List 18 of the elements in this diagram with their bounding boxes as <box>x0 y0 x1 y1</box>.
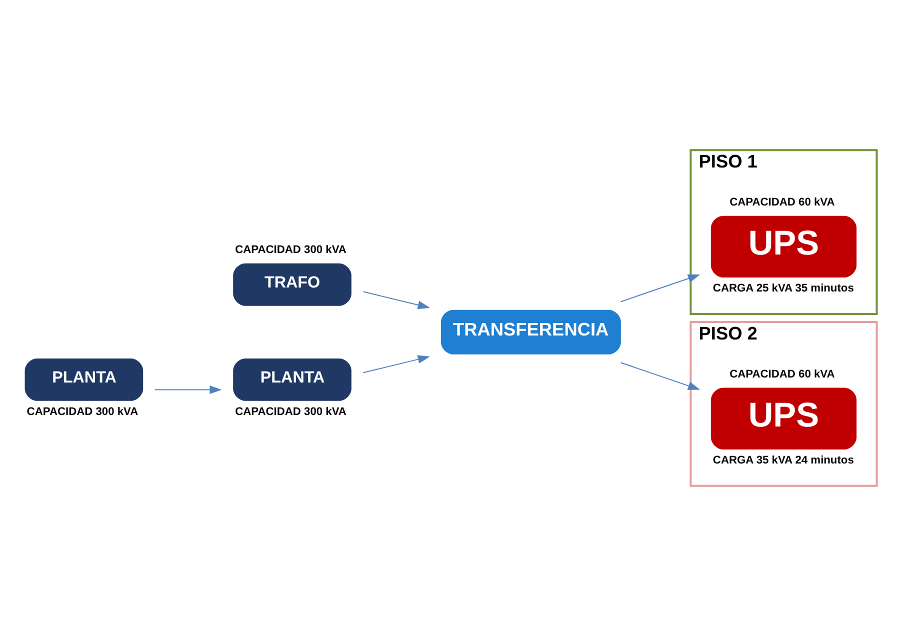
node-label: CARGA 25 kVA 35 minutos <box>712 282 854 295</box>
node-label: CAPACIDAD 60 kVA <box>730 368 835 380</box>
node-box: UPS <box>710 216 857 278</box>
node-box: UPS <box>710 388 857 450</box>
arrow <box>154 386 222 394</box>
node-box: PLANTA <box>233 358 352 401</box>
node-box: TRAFO <box>233 263 352 306</box>
node-label: CAPACIDAD 300 kVA <box>235 244 346 256</box>
arrow <box>363 355 430 374</box>
arrow <box>363 291 430 310</box>
node-label: CAPACIDAD 300 kVA <box>235 406 346 418</box>
node-label: CAPACIDAD 60 kVA <box>730 196 835 209</box>
node-box: TRANSFERENCIA <box>440 310 621 354</box>
node-label: CAPACIDAD 300 kVA <box>26 406 138 418</box>
arrow <box>620 274 700 302</box>
node-box: PLANTA <box>24 358 144 401</box>
node-label: CARGA 35 kVA 24 minutos <box>712 454 854 466</box>
arrow <box>620 362 700 390</box>
